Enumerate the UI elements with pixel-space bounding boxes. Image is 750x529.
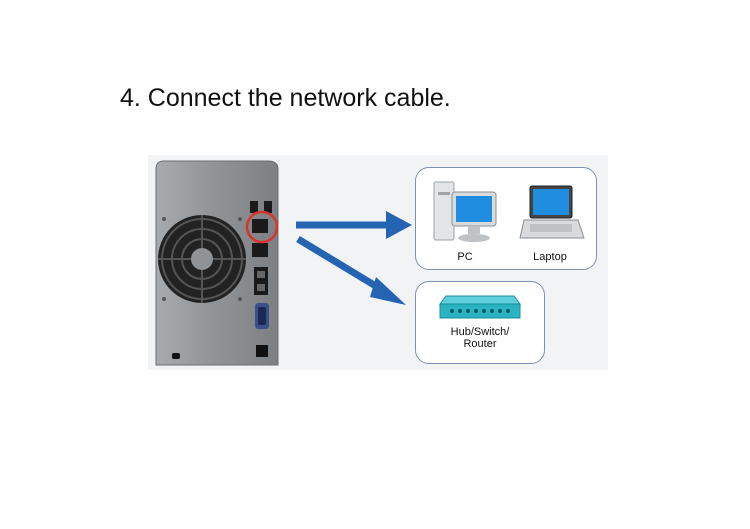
laptop-icon (519, 185, 585, 239)
arrow-icon (296, 211, 412, 239)
pc-laptop-box: PC Laptop (415, 167, 597, 270)
ethernet-port-icon (245, 210, 279, 244)
arrow-icon (296, 236, 406, 305)
hub-label-line2: Router (463, 338, 497, 350)
pc-label: PC (457, 251, 473, 263)
pc-icon (433, 181, 497, 242)
nas-device-icon (155, 160, 279, 366)
network-diagram: PC Laptop Hub/Switch/ Router (148, 155, 608, 370)
hub-label-line1: Hub/Switch/ (450, 326, 510, 338)
step-title: 4. Connect the network cable. (120, 84, 451, 112)
hub-switch-router-box: Hub/Switch/ Router (415, 281, 545, 364)
hub-switch-router-icon (439, 295, 521, 319)
laptop-label: Laptop (533, 251, 567, 263)
